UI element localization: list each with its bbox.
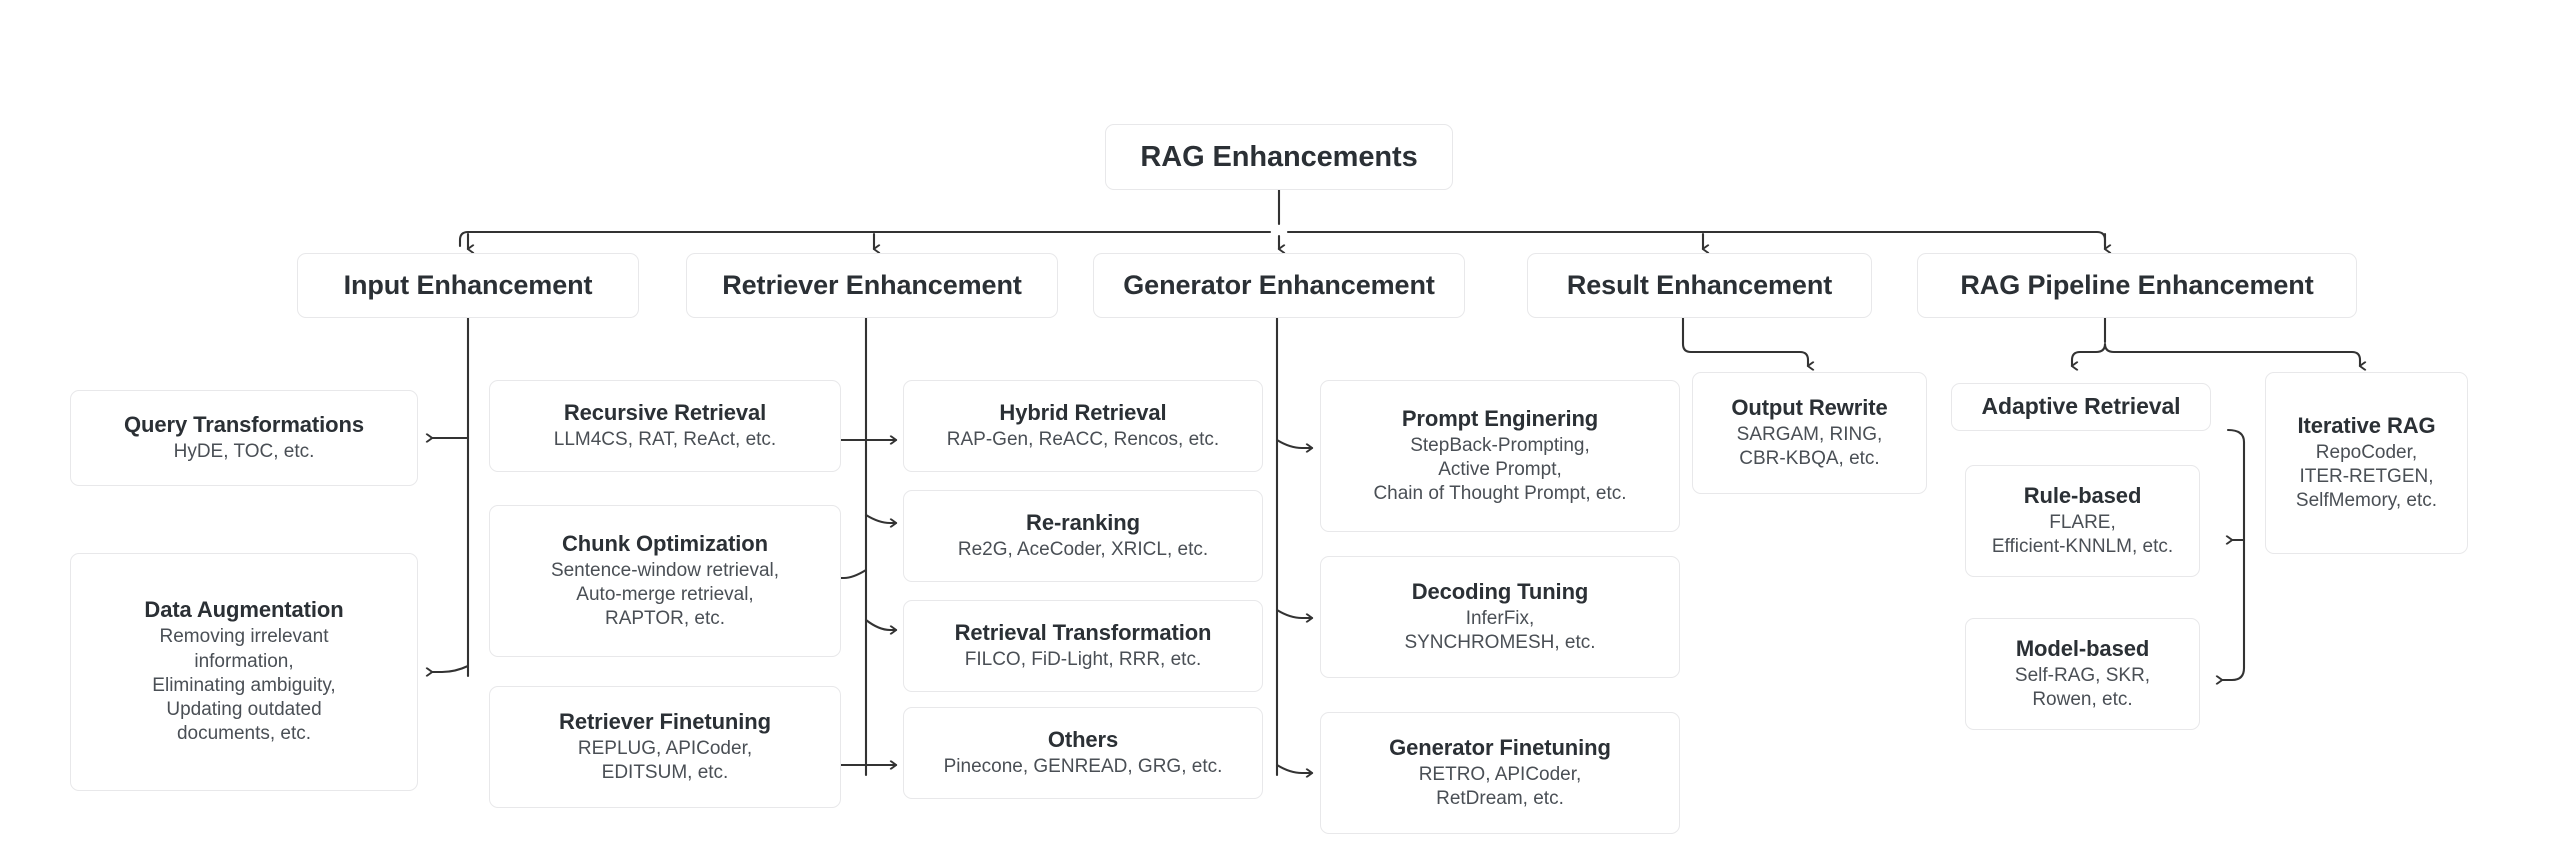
node-title: Prompt Enginering [1401,405,1599,431]
node-title: Output Rewrite [1731,394,1888,420]
item-line: Removing irrelevant [159,626,329,648]
node-items: FLARE, Efficient-KNNLM, etc. [1992,511,2173,560]
node-prompt-enginering[interactable]: Prompt Enginering StepBack-Prompting, Ac… [1320,380,1680,532]
node-query-transformations[interactable]: Query Transformations HyDE, TOC, etc. [70,390,418,486]
node-data-augmentation[interactable]: Data Augmentation Removing irrelevant in… [70,553,418,791]
node-title: Recursive Retrieval [563,399,767,425]
node-others[interactable]: Others Pinecone, GENREAD, GRG, etc. [903,707,1263,799]
node-title: Data Augmentation [144,597,344,623]
item-line: StepBack-Prompting, [1410,434,1590,456]
node-title: Retrieval Transformation [954,619,1212,645]
node-items: InferFix, SYNCHROMESH, etc. [1404,607,1595,656]
node-hybrid-retrieval[interactable]: Hybrid Retrieval RAP-Gen, ReACC, Rencos,… [903,380,1263,472]
node-chunk-optimization[interactable]: Chunk Optimization Sentence-window retri… [489,505,841,657]
node-title: RAG Enhancements [1140,140,1418,173]
node-title: Iterative RAG [2297,412,2436,438]
node-items: Pinecone, GENREAD, GRG, etc. [943,755,1223,777]
node-title: Generator Enhancement [1123,269,1435,300]
node-rag-enhancements[interactable]: RAG Enhancements [1105,124,1453,190]
node-items: RETRO, APICoder, RetDream, etc. [1419,763,1582,812]
node-items: FILCO, FiD-Light, RRR, etc. [964,648,1202,670]
node-adaptive-retrieval[interactable]: Adaptive Retrieval [1951,383,2211,431]
item-line: RAPTOR, etc. [604,608,725,630]
item-line: SARGAM, RING, [1736,423,1883,445]
node-title: Input Enhancement [343,269,593,300]
item-line: ITER-RETGEN, [2299,465,2434,487]
node-title: Result Enhancement [1566,269,1833,300]
item-line: Updating outdated [166,699,322,721]
node-title: Chunk Optimization [562,530,768,556]
node-title: Model-based [2015,635,2150,661]
node-items: HyDE, TOC, etc. [173,440,315,462]
item-line: RETRO, APICoder, [1418,763,1582,785]
node-title: Query Transformations [124,411,364,437]
node-items: RAP-Gen, ReACC, Rencos, etc. [946,428,1220,450]
node-model-based[interactable]: Model-based Self-RAG, SKR, Rowen, etc. [1965,618,2200,730]
node-iterative-rag[interactable]: Iterative RAG RepoCoder, ITER-RETGEN, Se… [2265,372,2468,554]
node-retrieval-transformation[interactable]: Retrieval Transformation FILCO, FiD-Ligh… [903,600,1263,692]
item-line: Auto-merge retrieval, [576,583,754,605]
item-line: CBR-KBQA, etc. [1739,447,1880,469]
node-items: SARGAM, RING, CBR-KBQA, etc. [1737,423,1883,472]
node-generator-finetuning[interactable]: Generator Finetuning RETRO, APICoder, Re… [1320,712,1680,834]
node-output-rewrite[interactable]: Output Rewrite SARGAM, RING, CBR-KBQA, e… [1692,372,1927,494]
item-line: EDITSUM, etc. [601,761,729,783]
node-items: Removing irrelevant information, Elimina… [152,625,335,747]
item-line: Efficient-KNNLM, etc. [1991,535,2174,557]
node-rag-pipeline-enhancement[interactable]: RAG Pipeline Enhancement [1917,253,2357,318]
item-line: REPLUG, APICoder, [577,737,753,759]
node-decoding-tuning[interactable]: Decoding Tuning InferFix, SYNCHROMESH, e… [1320,556,1680,678]
node-title: Retriever Enhancement [722,269,1022,300]
node-title: Adaptive Retrieval [1981,393,2181,420]
item-line: Rowen, etc. [2032,688,2133,710]
node-items: LLM4CS, RAT, ReAct, etc. [553,428,777,450]
item-line: SYNCHROMESH, etc. [1404,631,1596,653]
node-input-enhancement[interactable]: Input Enhancement [297,253,639,318]
node-retriever-enhancement[interactable]: Retriever Enhancement [686,253,1058,318]
node-title: Decoding Tuning [1411,578,1589,604]
node-retriever-finetuning[interactable]: Retriever Finetuning REPLUG, APICoder, E… [489,686,841,808]
node-items: Self-RAG, SKR, Rowen, etc. [2015,664,2150,713]
item-line: Active Prompt, [1438,458,1562,480]
node-recursive-retrieval[interactable]: Recursive Retrieval LLM4CS, RAT, ReAct, … [489,380,841,472]
item-line: documents, etc. [176,723,312,745]
node-title: Re-ranking [1026,509,1140,535]
node-result-enhancement[interactable]: Result Enhancement [1527,253,1872,318]
item-line: SelfMemory, etc. [2295,490,2438,512]
node-items: RepoCoder, ITER-RETGEN, SelfMemory, etc. [2296,441,2437,514]
node-generator-enhancement[interactable]: Generator Enhancement [1093,253,1465,318]
node-title: Others [1047,726,1119,752]
node-title: Retriever Finetuning [559,708,771,734]
node-rule-based[interactable]: Rule-based FLARE, Efficient-KNNLM, etc. [1965,465,2200,577]
node-items: Re2G, AceCoder, XRICL, etc. [957,538,1209,560]
node-items: REPLUG, APICoder, EDITSUM, etc. [578,737,752,786]
node-title: Rule-based [2023,482,2142,508]
item-line: InferFix, [1465,607,1535,629]
item-line: Sentence-window retrieval, [550,559,780,581]
item-line: Chain of Thought Prompt, etc. [1373,483,1627,505]
node-re-ranking[interactable]: Re-ranking Re2G, AceCoder, XRICL, etc. [903,490,1263,582]
node-title: RAG Pipeline Enhancement [1960,269,2314,300]
node-items: Sentence-window retrieval, Auto-merge re… [551,559,779,632]
item-line: RetDream, etc. [1436,787,1564,809]
item-line: FLARE, [2049,511,2116,533]
item-line: Self-RAG, SKR, [2014,664,2151,686]
item-line: Eliminating ambiguity, [152,674,336,696]
node-title: Generator Finetuning [1389,734,1611,760]
item-line: RepoCoder, [2315,441,2418,463]
node-title: Hybrid Retrieval [999,399,1167,425]
item-line: information, [194,650,294,672]
node-items: StepBack-Prompting, Active Prompt, Chain… [1373,434,1626,507]
